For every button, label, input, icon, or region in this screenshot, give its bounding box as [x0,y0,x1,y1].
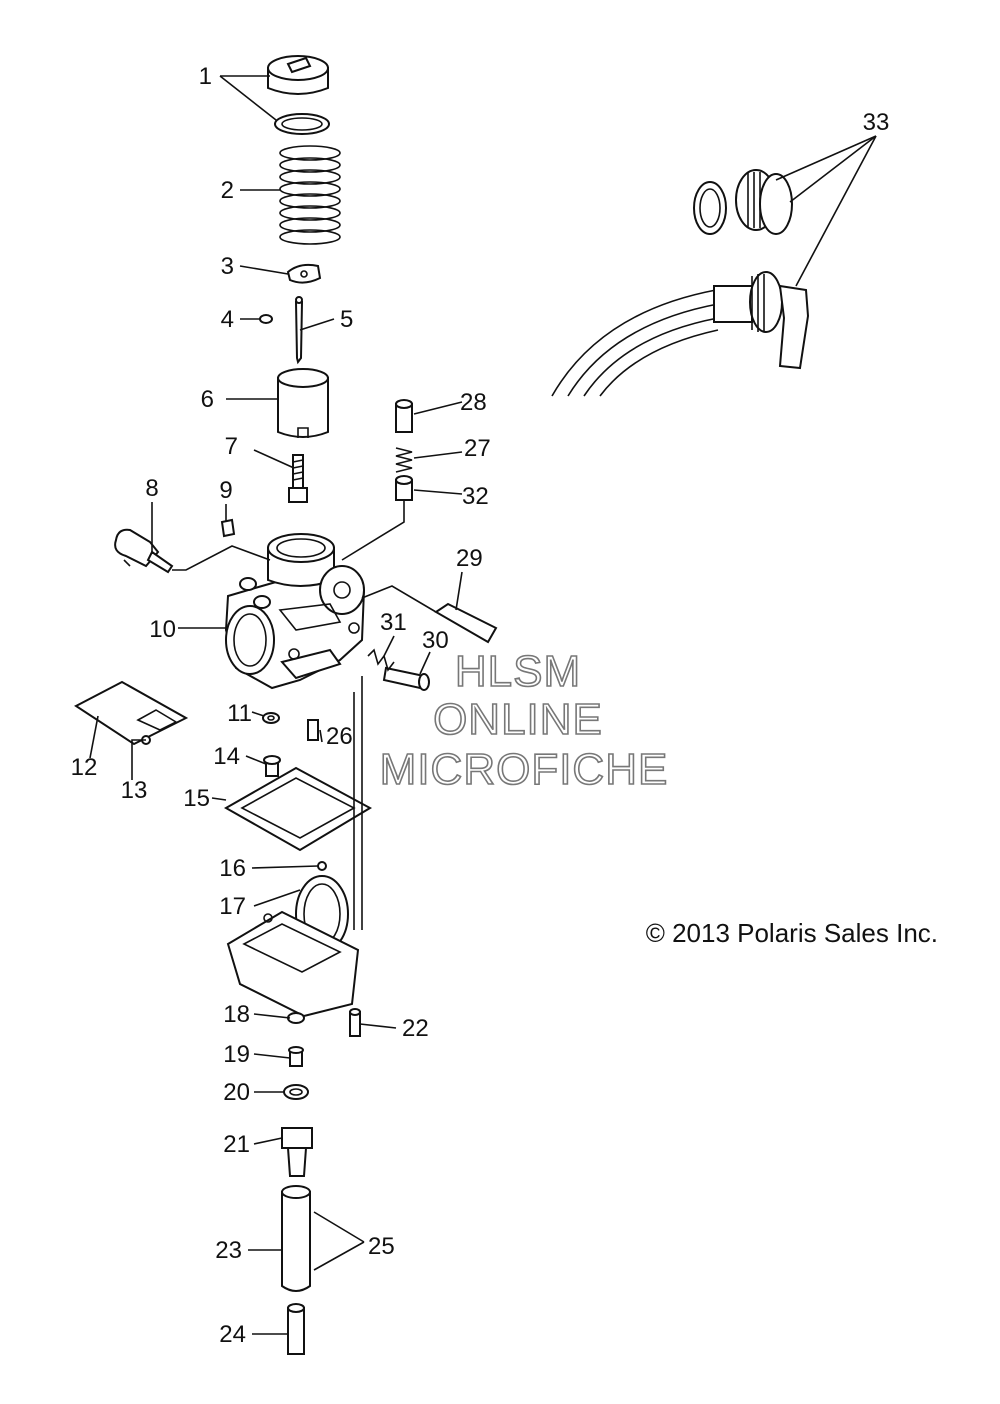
callout-10: 10 [149,616,176,643]
callout-2: 2 [221,177,234,204]
callout-19: 19 [223,1041,250,1068]
part-33-throttle-assembly [551,169,810,397]
part-30-screw [382,666,430,691]
part-1-cap [267,55,330,135]
part-16-pin [317,861,327,871]
part-9-pin [220,518,236,538]
callout-16: 16 [219,855,246,882]
callout-15: 15 [183,785,210,812]
watermark: HLSM ONLINE MICROFICHE [379,646,669,795]
part-float-bowl [226,910,360,1018]
callout-11: 11 [227,700,252,727]
part-27-spring [395,447,413,473]
callout-13: 13 [121,777,148,804]
part-8-sensor [114,528,174,574]
part-31-spring [367,648,395,672]
part-18-washer [287,1012,305,1024]
part-11-washer [262,712,280,724]
callout-27: 27 [464,435,491,462]
callout-5: 5 [340,306,353,333]
watermark-line-2: ONLINE [433,695,603,744]
part-15-gasket [223,766,373,852]
callout-17: 17 [219,893,246,920]
callout-4: 4 [221,306,234,333]
part-21-fitting [281,1127,313,1177]
callout-9: 9 [219,477,232,504]
watermark-line-1: HLSM [455,647,581,696]
part-28-screw [395,399,413,433]
part-5-needle [294,296,304,365]
callout-32: 32 [462,483,489,510]
callout-21: 21 [223,1131,250,1158]
callout-12: 12 [71,754,98,781]
part-6-slide [277,368,329,438]
part-7-screw [288,454,308,503]
callout-14: 14 [213,743,240,770]
part-26-screw [307,719,319,741]
callout-23: 23 [215,1237,242,1264]
callout-8: 8 [145,475,158,502]
part-10-carburetor-body [224,533,366,690]
callout-labels: 1 2 3 4 5 6 7 8 9 10 11 12 13 14 15 16 1… [71,63,890,1348]
callout-33: 33 [863,109,890,136]
callout-20: 20 [223,1079,250,1106]
part-20-o-ring [283,1084,309,1100]
callout-22: 22 [402,1015,429,1042]
callout-3: 3 [221,253,234,280]
watermark-line-3: MICROFICHE [380,745,669,794]
callout-1: 1 [199,63,212,90]
part-23-tube [281,1185,311,1292]
callout-31: 31 [380,609,407,636]
copyright-notice: © 2013 Polaris Sales Inc. [646,918,938,948]
callout-26: 26 [326,723,353,750]
part-12-bracket-plate [74,680,189,746]
part-24-fitting [287,1303,305,1355]
part-32-nut [395,475,413,501]
callout-6: 6 [201,386,214,413]
part-4-clip [259,314,273,324]
part-14-jet [263,755,281,777]
callout-25: 25 [368,1233,395,1260]
callout-7: 7 [225,433,238,460]
callout-28: 28 [460,389,487,416]
part-2-spring [279,145,341,245]
callout-29: 29 [456,545,483,572]
part-19-jet [288,1046,304,1067]
callout-24: 24 [219,1321,246,1348]
leader-lines [89,75,877,1335]
part-22-screw [349,1008,361,1037]
callout-18: 18 [223,1001,250,1028]
part-29-rod [434,602,498,644]
callout-30: 30 [422,627,449,654]
part-3-retainer [286,263,322,284]
